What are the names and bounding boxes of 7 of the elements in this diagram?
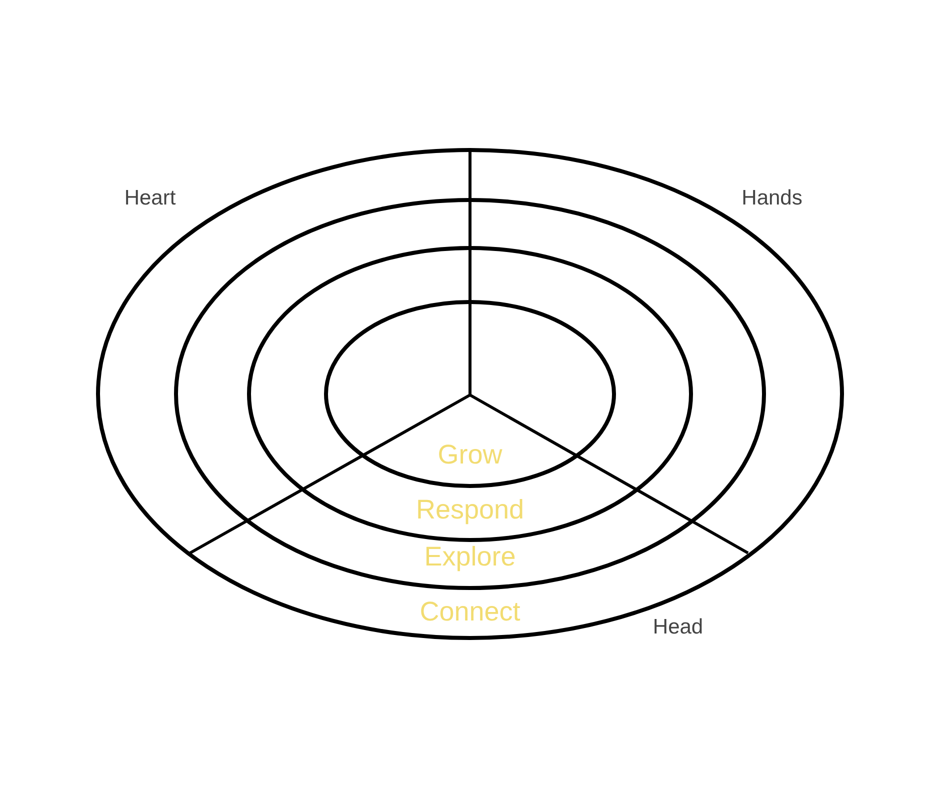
sector-label: Hands	[742, 188, 802, 208]
sector-label: Head	[652, 616, 704, 638]
sector-label: Heart	[124, 188, 176, 208]
ring-label: Connect	[420, 598, 520, 626]
ring-label: Respond	[416, 496, 524, 524]
ring-label: Grow	[438, 442, 502, 468]
ring-label: Explore	[424, 544, 516, 570]
